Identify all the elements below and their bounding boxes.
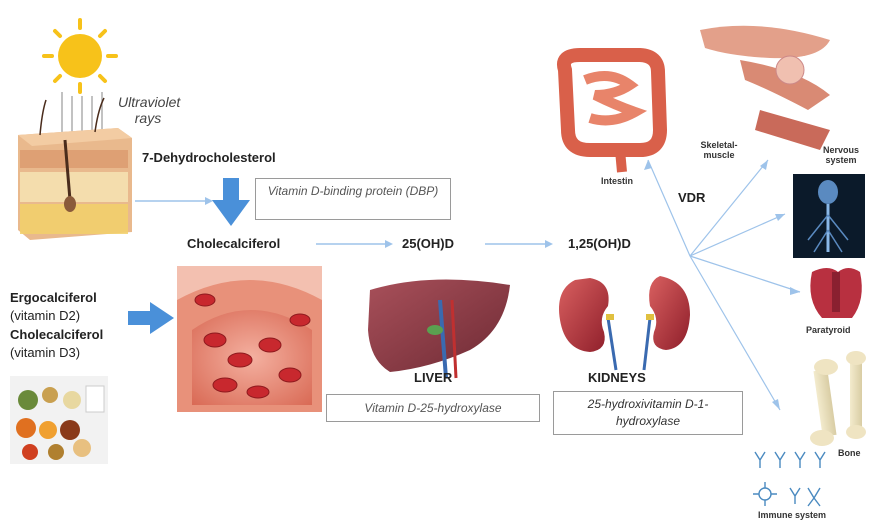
nervous-system-label: Nervous system [818,145,864,165]
25ohd-label: 25(OH)D [402,236,454,251]
25-hydroxylase-box: Vitamin D-25-hydroxylase [326,394,540,422]
sun-icon [44,20,116,140]
food-illustration [10,376,108,464]
vitamin-d2-label: (vitamin D2) [10,308,80,323]
125ohd-label: 1,25(OH)D [568,236,631,251]
vdr-label: VDR [678,190,705,205]
immune-system-illustration [753,452,825,506]
kidneys-illustration [559,276,690,370]
liver-label: LIVER [414,370,452,385]
vitamin-d3-label: (vitamin D3) [10,345,80,360]
cholecalciferol-label: Cholecalciferol [187,236,280,251]
bone-label: Bone [838,448,861,458]
down-arrow-icon [212,178,250,226]
liver-illustration [368,280,510,378]
dbp-box: Vitamin D-binding protein (DBP) [255,178,451,220]
blood-vessel-illustration [177,266,322,412]
dehydrocholesterol-label: 7-Dehydrocholesterol [142,150,276,165]
paratyroid-illustration [810,268,861,318]
1-hydroxylase-box: 25-hydroxivitamin D-1-hydroxylase [553,391,743,435]
intestin-label: Intestin [601,176,633,186]
intestine-illustration [564,55,660,172]
right-arrow-icon [128,302,174,334]
skin-illustration [18,98,132,240]
skeletal-muscle-label: Skeletal-muscle [696,140,742,160]
kidneys-label: KIDNEYS [588,370,646,385]
ergocalciferol-label: Ergocalciferol [10,290,97,305]
paratyroid-label: Paratyroid [806,325,851,335]
skeletal-muscle-illustration [700,26,830,150]
uv-label: Ultraviolet rays [118,94,178,126]
cholecalciferol-diet-label: Cholecalciferol [10,327,103,342]
nervous-system-illustration [793,174,865,258]
bone-illustration [810,351,866,446]
immune-system-label: Immune system [758,510,826,520]
